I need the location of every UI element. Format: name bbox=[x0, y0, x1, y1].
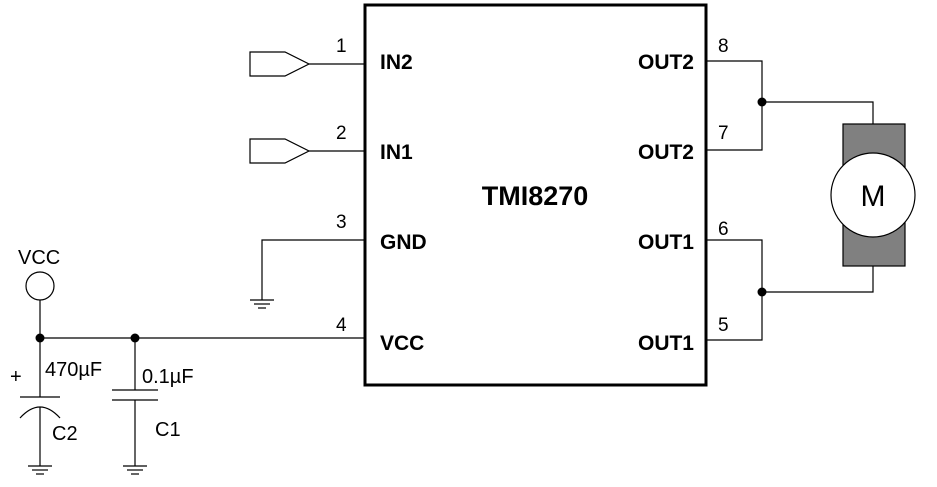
vcc-rail bbox=[25, 271, 365, 343]
pin-label-out1-a: OUT1 bbox=[638, 231, 694, 254]
ground-icon bbox=[28, 465, 52, 475]
pin-number-6: 6 bbox=[718, 219, 729, 240]
motor: M bbox=[830, 123, 916, 267]
ground-icon bbox=[250, 299, 274, 309]
pin-number-1: 1 bbox=[336, 36, 347, 57]
capacitor-c2-value: 470µF bbox=[45, 359, 102, 381]
vcc-terminal-icon bbox=[25, 271, 55, 301]
pin-number-4: 4 bbox=[336, 315, 347, 336]
ground-icon bbox=[123, 465, 147, 475]
ic-part-number: TMI8270 bbox=[482, 181, 589, 211]
motor-label: M bbox=[861, 180, 886, 213]
input-in1-connector bbox=[249, 138, 365, 164]
pin-label-in1: IN1 bbox=[380, 141, 413, 164]
pin-number-7: 7 bbox=[718, 123, 729, 144]
capacitor-c2 bbox=[19, 338, 61, 475]
pin-label-out1-b: OUT1 bbox=[638, 332, 694, 355]
capacitor-c2-ref: C2 bbox=[52, 423, 78, 445]
pin-number-5: 5 bbox=[718, 315, 729, 336]
ic-gnd-connection bbox=[250, 239, 365, 309]
vcc-label: VCC bbox=[18, 247, 60, 269]
pin-number-8: 8 bbox=[718, 36, 729, 57]
pin-label-vcc: VCC bbox=[380, 332, 424, 355]
capacitor-c1-ref: C1 bbox=[155, 419, 181, 441]
pin-label-out2-b: OUT2 bbox=[638, 141, 694, 164]
pin-label-out2-a: OUT2 bbox=[638, 51, 694, 74]
input-in2-connector bbox=[249, 51, 365, 77]
pin-number-3: 3 bbox=[336, 212, 347, 233]
junction-dot bbox=[757, 287, 767, 297]
out2-connection bbox=[706, 60, 874, 151]
capacitor-c1-value: 0.1µF bbox=[142, 366, 194, 388]
capacitor-c2-polarity: + bbox=[10, 366, 22, 388]
out1-connection bbox=[706, 239, 874, 341]
motor-icon bbox=[830, 152, 916, 238]
ic-body bbox=[363, 3, 708, 387]
junction-dot bbox=[757, 97, 767, 107]
capacitor-c1 bbox=[112, 338, 158, 475]
pin-label-in2: IN2 bbox=[380, 51, 413, 74]
pin-label-gnd: GND bbox=[380, 231, 427, 254]
pin-number-2: 2 bbox=[336, 123, 347, 144]
